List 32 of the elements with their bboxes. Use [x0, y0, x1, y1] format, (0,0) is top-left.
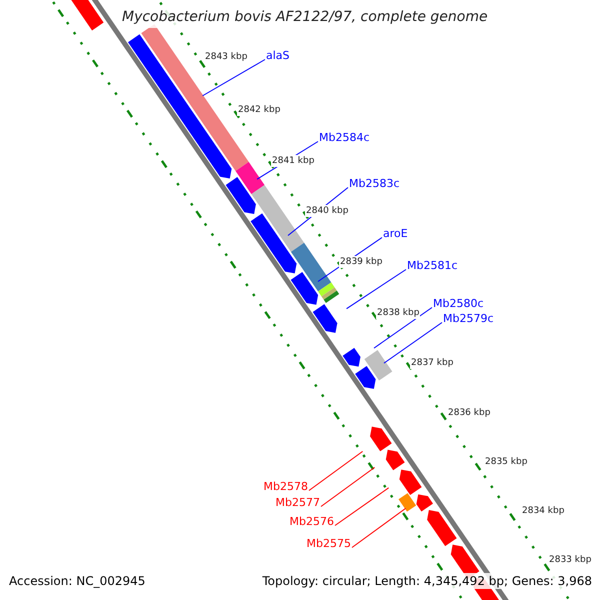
scale-label: 2833 kbp [548, 554, 592, 566]
gene-label: Mb2578 [264, 480, 308, 494]
scale-label: 2839 kbp [339, 256, 384, 268]
scale-label: 2838 kbp [376, 307, 420, 319]
scale-label: 2836 kbp [447, 407, 492, 419]
leader-line [346, 269, 406, 310]
leader-line [374, 307, 432, 349]
gene-label: alaS [266, 49, 290, 63]
leader-line [384, 322, 442, 364]
leader-line [334, 487, 390, 526]
leader-line [202, 59, 266, 96]
gene-label: Mb2575 [306, 537, 351, 551]
footer-text: Accession: NC_002945 [9, 573, 146, 589]
gene-label: Mb2579c [443, 312, 494, 326]
scale-label: 2834 kbp [521, 505, 566, 517]
gene-label: Mb2583c [349, 177, 400, 191]
scale-label: 2843 kbp [204, 51, 248, 63]
scale-label: 2842 kbp [237, 104, 282, 116]
scale-label: 2841 kbp [271, 155, 316, 167]
footer-text: Topology: circular; Length: 4,345,492 bp; Genes: 3,968 [262, 573, 592, 589]
gene-label: Mb2576 [290, 515, 334, 529]
leader-line [320, 466, 376, 507]
gene-label: Mb2581c [407, 259, 458, 273]
leader-line [352, 508, 406, 548]
scale-label: 2840 kbp [305, 205, 350, 217]
scale-label: 2835 kbp [484, 456, 528, 468]
gene-label: Mb2577 [276, 496, 320, 510]
gene-label: Mb2584c [319, 131, 370, 145]
leader-line [308, 450, 364, 491]
gene-label: Mb2580c [433, 297, 484, 311]
scale-label: 2837 kbp [410, 357, 454, 369]
gene-label: aroE [383, 227, 408, 241]
